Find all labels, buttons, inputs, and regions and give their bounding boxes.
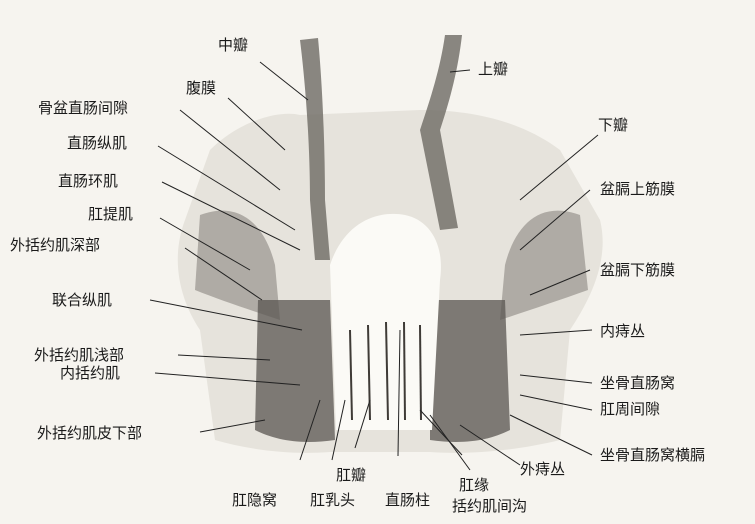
label-kuoyueji-jiangou: 括约肌间沟 xyxy=(452,497,527,515)
sphincter-right xyxy=(430,300,510,442)
label-zhichang-huanji: 直肠环肌 xyxy=(58,172,118,190)
rectal-lumen xyxy=(330,214,441,430)
label-zuogu-zhichangwo-henge: 坐骨直肠窝横膈 xyxy=(600,446,705,464)
label-gupen-zhichang-jianxi: 骨盆直肠间隙 xyxy=(38,99,128,117)
label-gangrutou: 肛乳头 xyxy=(310,491,355,509)
label-gangtiji: 肛提肌 xyxy=(88,205,133,223)
anatomy-illustration xyxy=(178,35,603,453)
label-waizhicong: 外痔丛 xyxy=(520,460,565,478)
label-neizhicong: 内痔丛 xyxy=(600,322,645,340)
label-zhichang-zongji: 直肠纵肌 xyxy=(67,134,127,152)
label-gangban: 肛瓣 xyxy=(336,466,366,484)
label-penge-shang-jinmo: 盆膈上筋膜 xyxy=(600,180,675,198)
label-gangyuan: 肛缘 xyxy=(459,476,489,494)
label-waikuoyueji-qianbu: 外括约肌浅部 xyxy=(34,346,124,364)
label-xiaban: 下瓣 xyxy=(598,116,628,134)
sphincter-left xyxy=(255,300,335,442)
label-zuogu-zhichangwo: 坐骨直肠窝 xyxy=(600,374,675,392)
label-waikuoyueji-pixiabu: 外括约肌皮下部 xyxy=(37,424,142,442)
label-fumo: 腹膜 xyxy=(186,79,216,97)
label-zhongban: 中瓣 xyxy=(218,36,248,54)
label-gangzhou-jianxi: 肛周间隙 xyxy=(600,400,660,418)
label-neikuoyueji: 内括约肌 xyxy=(60,364,120,382)
label-penge-xia-jinmo: 盆膈下筋膜 xyxy=(600,261,675,279)
label-zhichangzhu: 直肠柱 xyxy=(385,491,430,509)
label-waikuoyueji-shenbu: 外括约肌深部 xyxy=(10,236,100,254)
label-gangyinwo: 肛隐窝 xyxy=(232,491,277,509)
label-shangban: 上瓣 xyxy=(478,60,508,78)
label-lianhe-zongji: 联合纵肌 xyxy=(52,291,112,309)
